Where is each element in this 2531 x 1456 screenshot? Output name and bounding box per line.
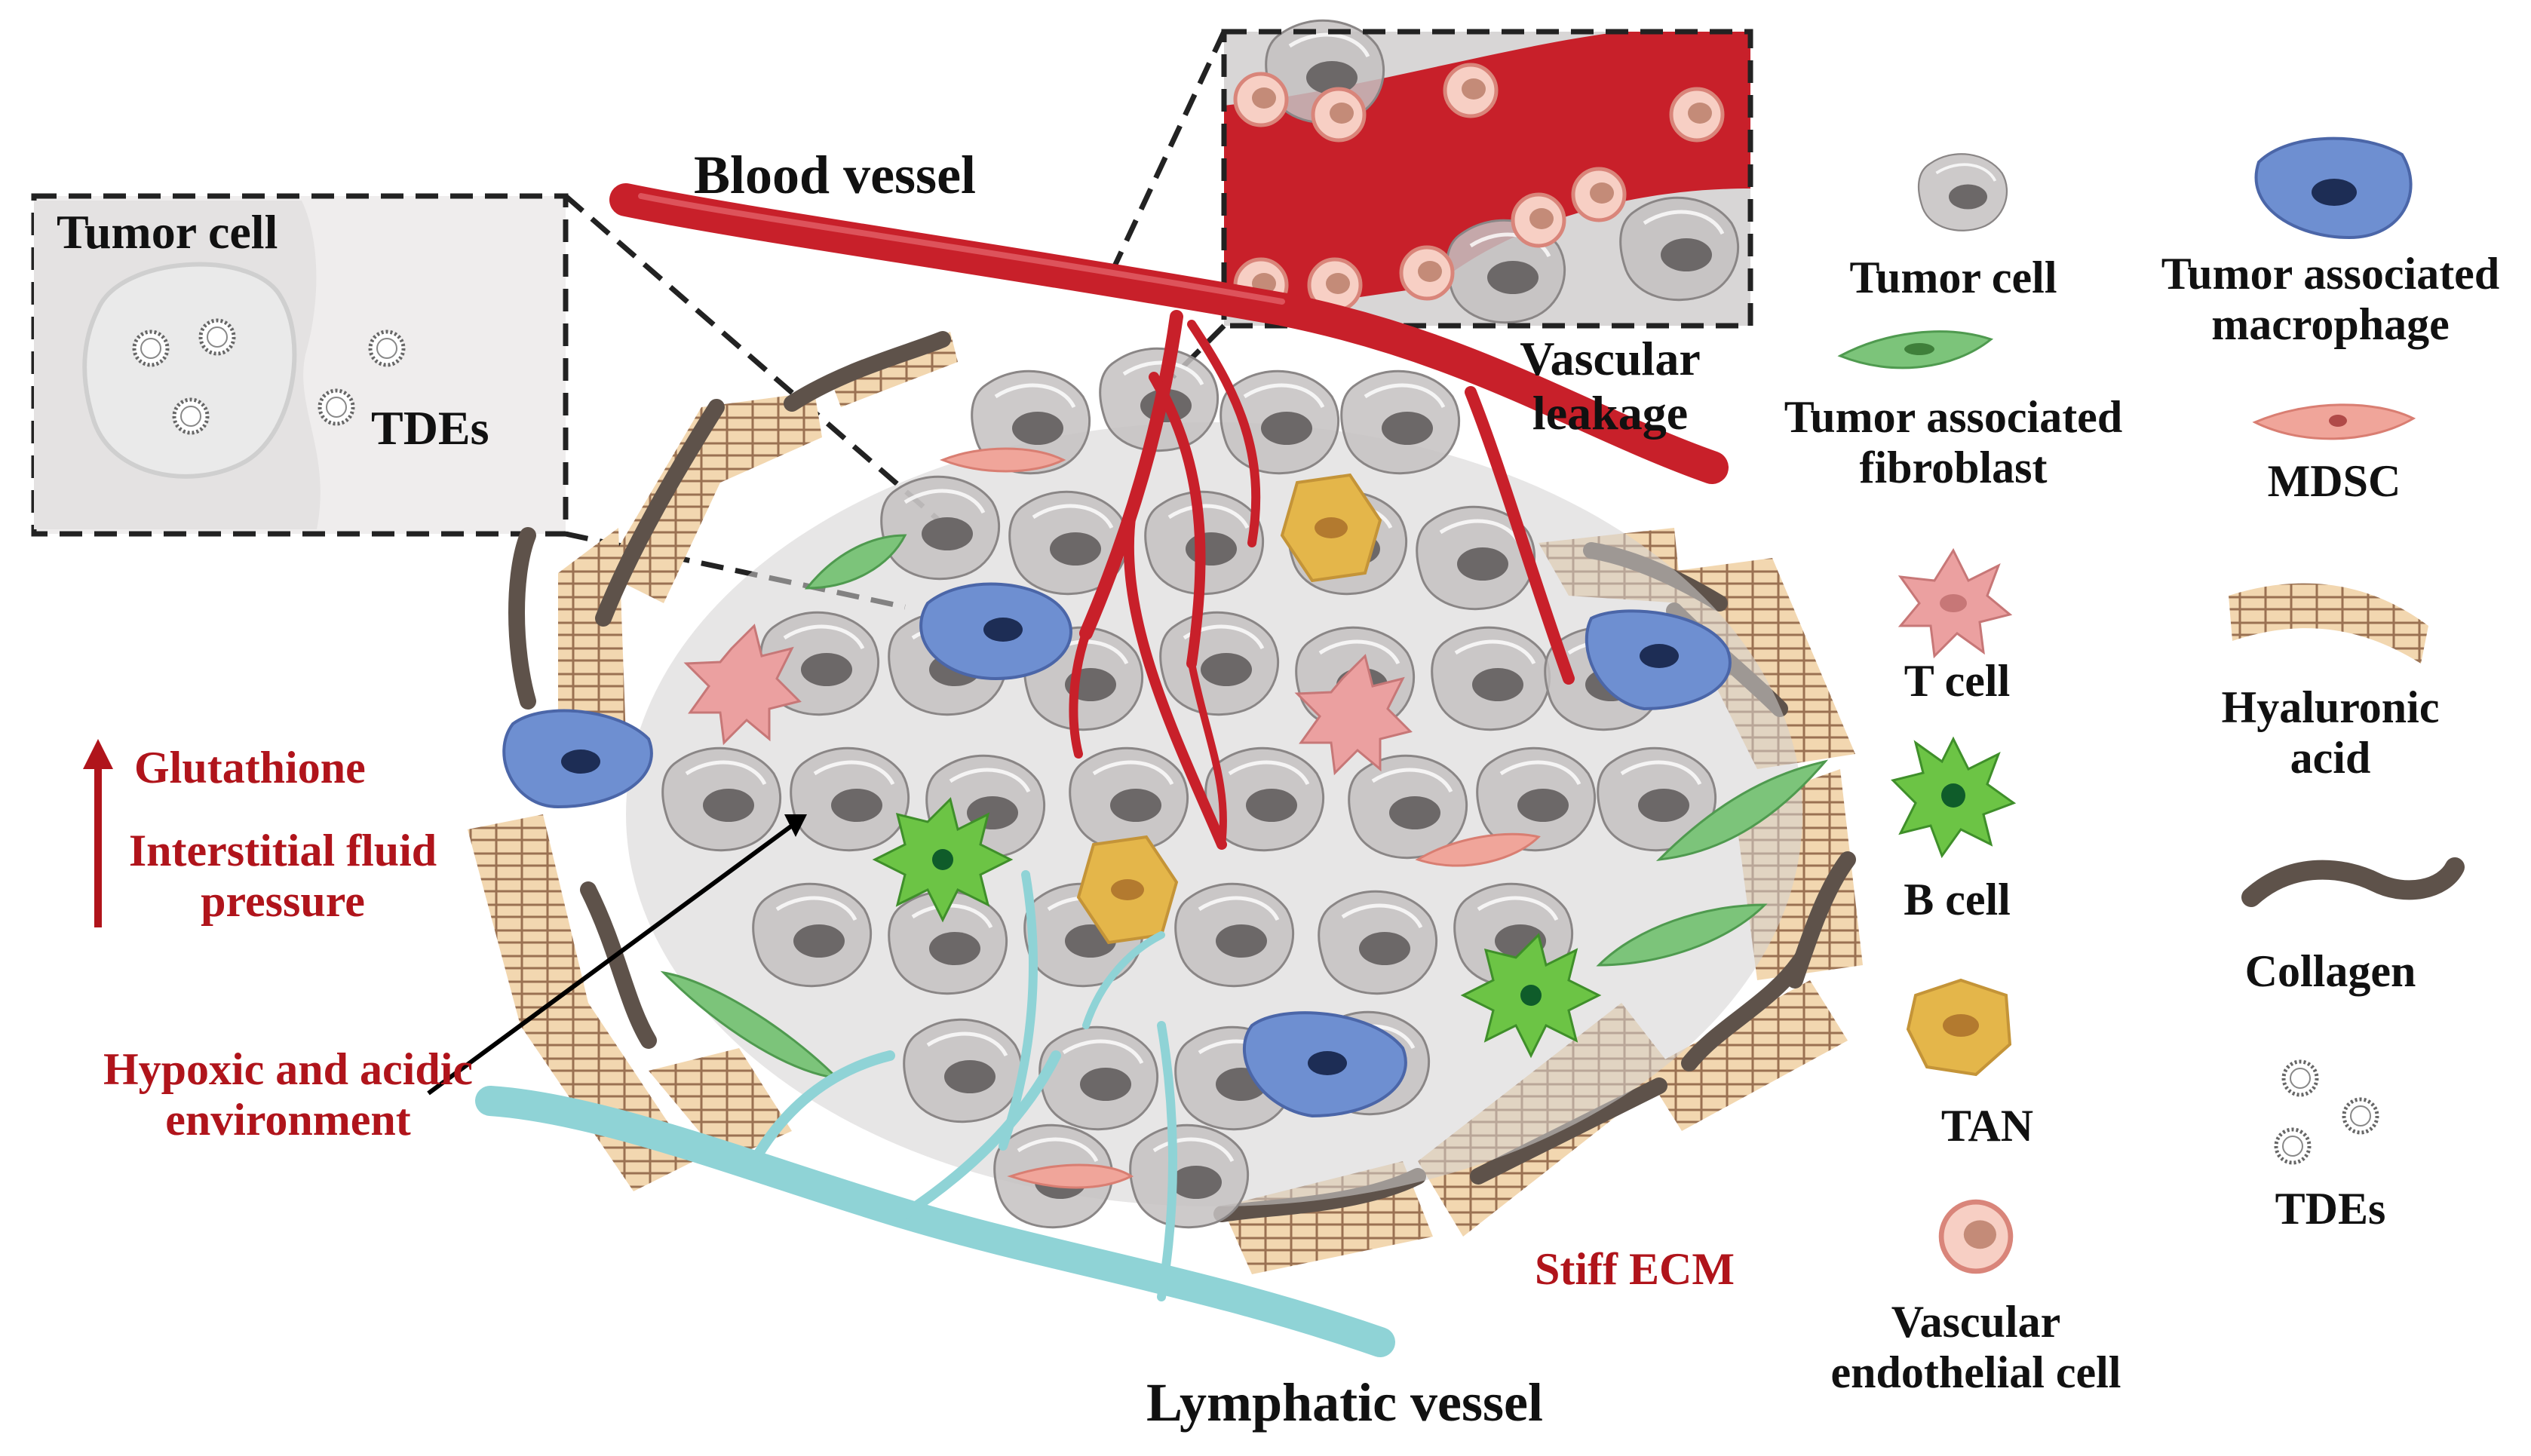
interstitial-fluid-pressure-label: Interstitial fluid pressure: [128, 826, 437, 927]
endothelial-cell-icon: [1671, 89, 1723, 140]
legend-endothelial-label: Vascular endothelial cell: [1830, 1297, 2121, 1398]
mdsc-icon: [939, 447, 1066, 473]
stiff-ecm-label: Stiff ECM: [1535, 1244, 1735, 1294]
legend-t-cell-icon: [1897, 547, 2013, 659]
tumor-cell-inset: [31, 193, 941, 610]
inset-tde-icon: [320, 391, 353, 424]
glutathione-label: Glutathione: [134, 743, 366, 792]
blood-vessel: [609, 183, 1729, 850]
legend-tumor-cell-icon: [1917, 152, 2008, 232]
legend-tan-icon: [1906, 978, 2012, 1077]
vascular-leakage-label: Vascular leakage: [1520, 332, 1701, 440]
legend-mdsc-label: MDSC: [2267, 456, 2401, 506]
endothelial-cell-icon: [1573, 169, 1624, 220]
legend-endothelial-cell-icon: [1941, 1202, 2011, 1271]
endothelial-cell-icon: [1513, 195, 1564, 246]
mdsc-icon: [1007, 1163, 1134, 1189]
fibroblast-icon: [1596, 903, 1768, 967]
inset-tde-icon: [134, 332, 167, 365]
legend-hyaluronic-icon: [2229, 583, 2428, 664]
endothelial-cell-icon: [1235, 74, 1287, 125]
legend-b-cell-label: B cell: [1904, 875, 2011, 924]
inset-tumor-cell: [1621, 198, 1738, 299]
legend-tan-label: TAN: [1940, 1101, 2034, 1151]
legend-collagen-label: Collagen: [2244, 946, 2416, 996]
endothelial-cell-icon: [1401, 247, 1453, 299]
legend-tdes-label: TDEs: [2275, 1184, 2386, 1234]
t-cell-icon: [1294, 654, 1413, 776]
legend-b-cell-icon: [1891, 736, 2017, 859]
lymphatic-vessel: [475, 870, 1395, 1357]
lymphatic-vessel-label: Lymphatic vessel: [1146, 1372, 1544, 1433]
inset-tde-icon: [201, 320, 234, 354]
legend-macrophage-label: Tumor associated macrophage: [2161, 249, 2500, 350]
blood-vessel-label: Blood vessel: [694, 145, 977, 205]
vascular-leakage-inset: [1106, 20, 1753, 379]
legend-t-cell-label: T cell: [1904, 656, 2011, 706]
increase-arrow-icon: [83, 739, 113, 927]
inset-tdes-label: TDEs: [371, 401, 489, 455]
inset-nucleus: [82, 262, 297, 479]
legend-macrophage-icon: [2254, 136, 2413, 240]
legend-icons: [1837, 136, 2465, 1271]
legend-tdes-icon: [2276, 1062, 2377, 1163]
mdsc-icon: [1415, 832, 1541, 867]
endothelial-cell-icon: [1445, 65, 1496, 116]
t-cell-icon: [683, 624, 802, 746]
hypoxia-arrow: [427, 814, 807, 1096]
legend-fibroblast-label: Tumor associated fibroblast: [1784, 392, 2123, 493]
legend-tumor-cell-label: Tumor cell: [1849, 253, 2057, 302]
endothelial-cell-icon: [1313, 89, 1364, 140]
legend-collagen-icon: [2241, 857, 2465, 907]
inset-tde-icon: [370, 332, 403, 365]
immune-cells: [502, 447, 1829, 1189]
inset-tumor-cell-label: Tumor cell: [57, 205, 278, 259]
legend-hyaluronic-label: Hyaluronic acid: [2221, 682, 2440, 783]
fibroblast-icon: [1655, 759, 1829, 861]
hypoxic-acidic-label: Hypoxic and acidic environment: [103, 1044, 474, 1145]
fibroblast-icon: [804, 534, 907, 590]
inset-tde-icon: [174, 400, 207, 433]
